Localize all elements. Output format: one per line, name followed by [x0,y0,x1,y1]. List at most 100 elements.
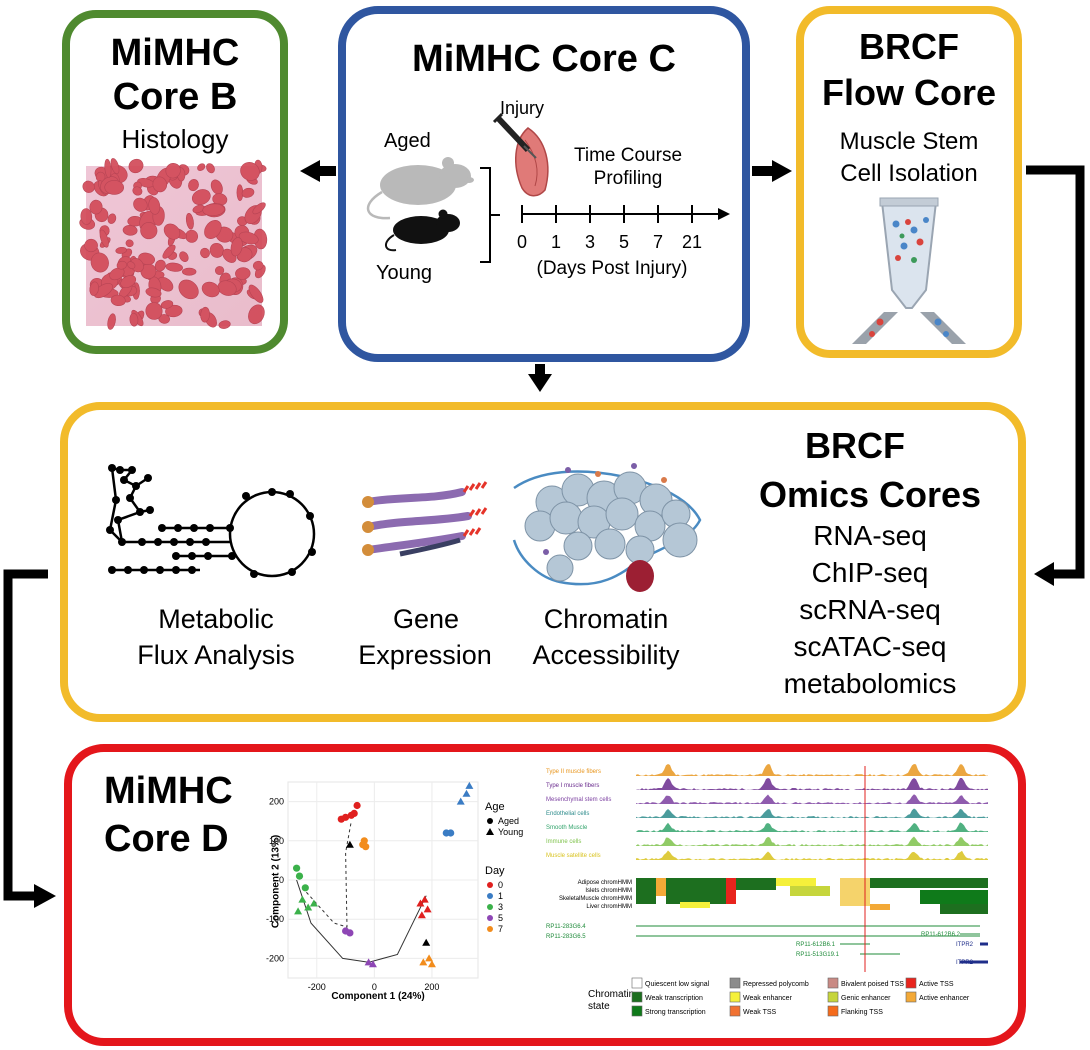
metabolite-node [170,538,178,546]
track-label: Mesenchymal stem cells [546,797,611,803]
arrow-flow-to-omics [1034,562,1054,586]
flow-core-title-line1: BRCF [859,26,959,67]
chromhmm-label: Adipose chromHMM [578,880,632,886]
arrow-to-omics [528,374,552,392]
histology-image [79,158,268,330]
timeline-axis [521,205,730,223]
aged-mouse-icon [366,157,474,220]
chromatin-state-title-line2: state [588,1001,610,1012]
timecourse-line1: Time Course [573,145,683,166]
metabolite-node [172,566,180,574]
track-signal [636,764,988,776]
metabolite-node [226,524,234,532]
pca-point-young [309,899,318,907]
pca-point-young [417,911,426,919]
muscle-fiber-cell [201,281,220,298]
core-b-subtitle: Histology [121,124,229,154]
legend-day-title: Day [485,865,505,877]
young-label: Young [376,262,432,284]
track-label: Smooth Muscle [546,825,588,831]
muscle-fiber-cell [165,304,183,318]
flow-core-desc-line2: Cell Isolation [840,160,978,187]
muscle-fiber-cell [125,239,134,248]
chromhmm-segment [666,878,726,904]
chromatin-state-label: Active enhancer [919,995,970,1002]
assay-item: RNA-seq [813,520,927,551]
muscle-fiber-cell [120,275,137,289]
muscle-fiber-cell [200,306,210,323]
legend-age-title: Age [485,801,505,813]
muscle-fiber-cell [133,197,148,212]
chromatin-state-swatch [729,1005,741,1017]
muscle-fiber-cell [132,186,143,196]
muscle-fiber-cell [138,252,155,265]
pca-point-young [298,895,307,903]
metabolite-node [106,526,114,534]
gene-label: RP11-283G6.4 [546,924,586,930]
muscle-fiber-cell [148,197,161,215]
flow-core-desc-line1: Muscle Stem [839,128,979,155]
chromatin-state-swatch [827,977,839,989]
legend-age-marker [486,828,494,835]
chromhmm-segment [636,878,656,904]
chromhmm-segment [726,878,736,904]
pca-point-aged [301,884,309,892]
chromhmm-segment [776,878,816,886]
muscle-fiber-cell [89,199,103,215]
metabolite-node [306,512,314,520]
chromhmm-segment [870,904,890,910]
muscle-fiber-cell [181,267,197,276]
chromatin-state-label: Weak transcription [645,995,703,1002]
chromatin-state-label: Weak TSS [743,1009,777,1016]
core-b-box: MiMHC Core B Histology [62,10,288,354]
metabolite-node [202,538,210,546]
track-signal [636,850,988,860]
pca-y-tick: 100 [269,836,284,846]
muscle-fiber-cell [110,158,120,175]
day-label: 0 [517,232,527,252]
assay-item: ChIP-seq [811,557,929,588]
muscle-fiber-cell [217,280,237,296]
muscle-fiber-cell [215,266,225,275]
metabolite-node [128,466,136,474]
aged-label: Aged [384,130,431,152]
pca-point-young [422,938,431,946]
assay-item: scATAC-seq [793,631,947,662]
metabolite-node [126,494,134,502]
muscle-fiber-cell [129,312,139,327]
chromatin-state-swatch [631,1005,643,1017]
metabolite-node [108,566,116,574]
muscle-fiber-cell [179,251,189,262]
track-label: Endothelial cells [546,811,589,817]
metabolite-node [308,548,316,556]
muscle-fiber-cell [200,247,210,259]
muscle-fiber-cell [252,202,266,215]
metabolite-node [268,488,276,496]
muscle-fiber-cell [82,180,95,193]
chromatin-state-label: Weak enhancer [743,995,793,1002]
pca-point-young [416,899,425,907]
chromatin-state-label: Strong transcription [645,1009,706,1016]
metabolite-node [116,466,124,474]
track-signal [636,836,988,846]
flow-core-title-line2: Flow Core [821,72,996,113]
track-label: Type I muscle fibers [546,783,599,789]
omics-title-line2: Omics Cores [758,474,982,515]
day-label: 21 [682,232,702,252]
metabolite-node [206,524,214,532]
metabolite-node [154,538,162,546]
chromhmm-segment [940,904,988,914]
core-d-title-line2: Core D [104,818,229,860]
chromatin-state-label: Active TSS [919,981,954,988]
chromhmm-segment [736,878,776,890]
chromhmm-segment [790,886,830,896]
metabolic-label-line1: Metabolic [158,604,274,634]
muscle-fiber-cell [178,279,199,300]
syringe-icon [492,112,537,159]
flow-sorter-icon [852,197,966,344]
day-label: 7 [653,232,663,252]
